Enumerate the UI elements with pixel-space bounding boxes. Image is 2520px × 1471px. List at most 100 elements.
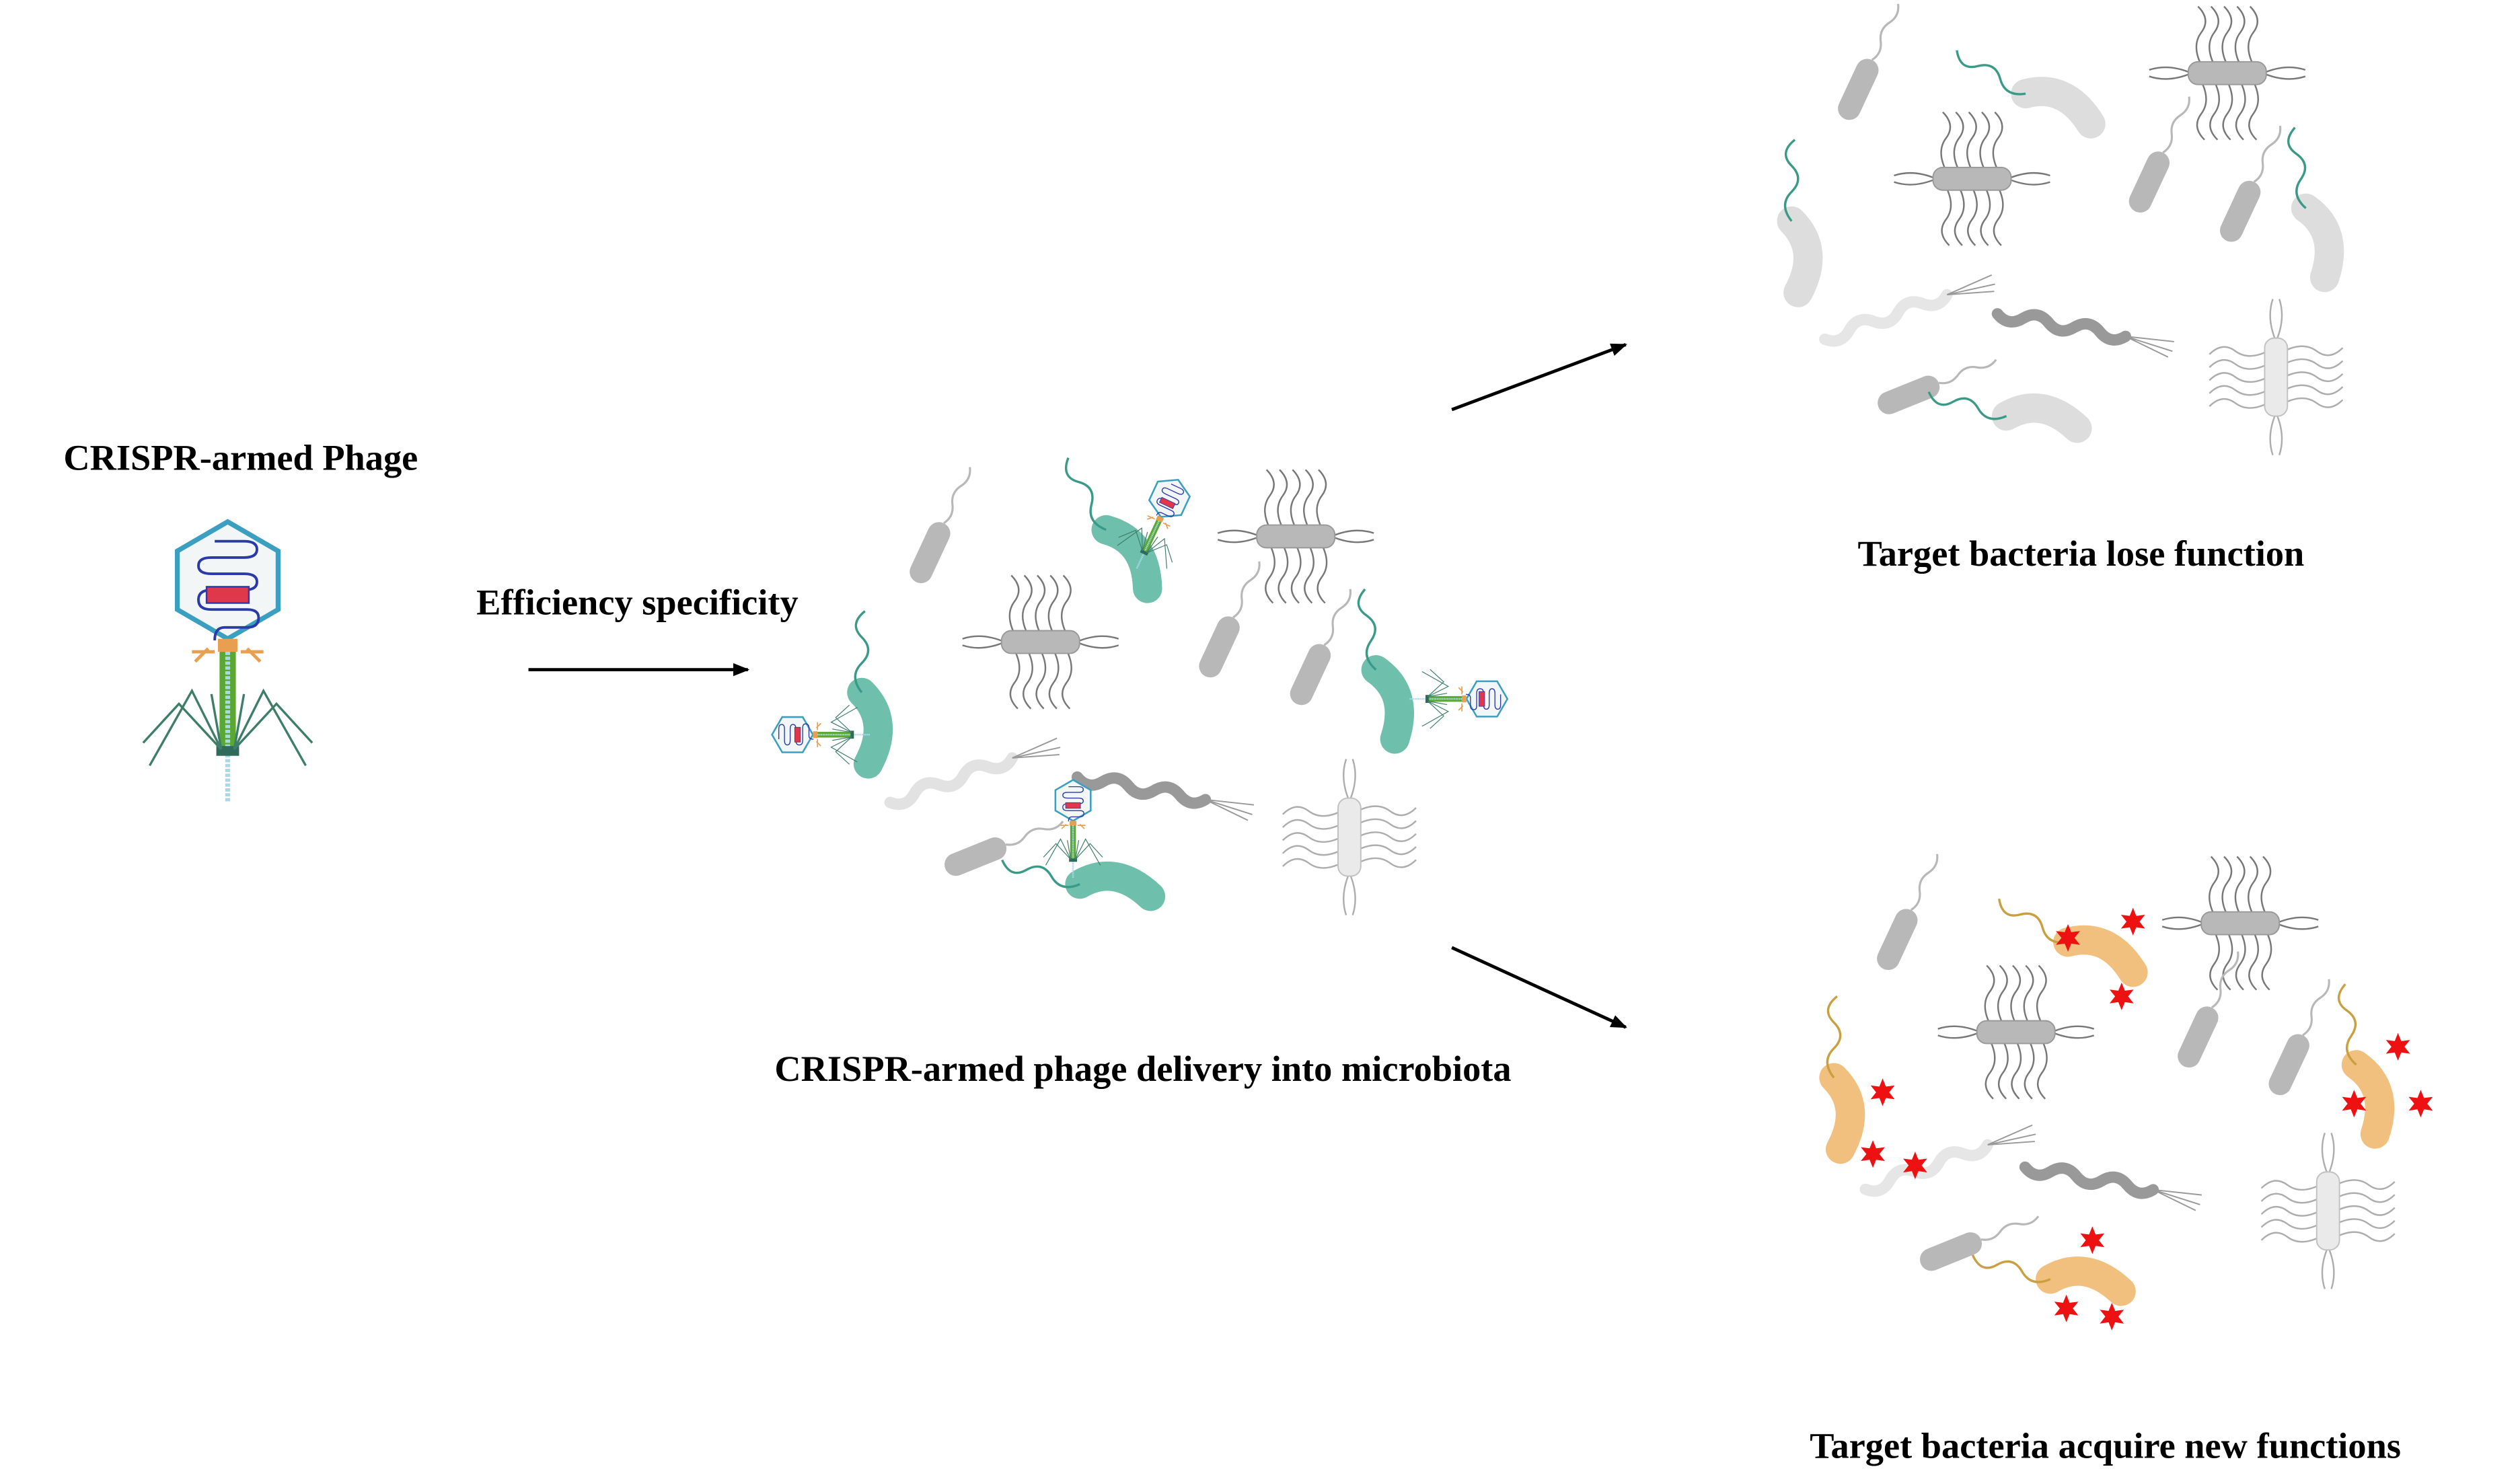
pilus bbox=[1023, 650, 1033, 710]
rod-body bbox=[1838, 59, 1879, 120]
pilus bbox=[2260, 1193, 2321, 1204]
flagellum bbox=[2302, 979, 2330, 1036]
pilus bbox=[2283, 345, 2344, 356]
arrow-label-efficiency: Efficiency specificity bbox=[476, 582, 799, 622]
dna-genome bbox=[1466, 688, 1502, 710]
delivery-caption: CRISPR-armed phage delivery into microbi… bbox=[774, 1049, 1511, 1089]
spiral-body bbox=[1859, 1139, 1994, 1197]
pilus bbox=[1998, 1040, 2009, 1100]
rod-body bbox=[1878, 375, 1940, 414]
rod-body bbox=[1920, 1232, 1982, 1271]
rod-bacterium bbox=[2178, 951, 2239, 1068]
phage-title: CRISPR-armed Phage bbox=[63, 437, 418, 478]
collar-whiskers bbox=[1458, 686, 1464, 712]
rod-body bbox=[1290, 644, 1331, 706]
pilus bbox=[2023, 965, 2034, 1024]
rod-bacterium bbox=[2128, 96, 2190, 213]
new-function-star-icon bbox=[2054, 1294, 2079, 1322]
pilus bbox=[1317, 544, 1328, 604]
capsid bbox=[174, 519, 281, 642]
pilus bbox=[1035, 650, 1047, 710]
rod-body bbox=[910, 522, 951, 584]
crispr-cassette bbox=[1065, 802, 1081, 809]
rod-bacterium bbox=[1199, 561, 1261, 678]
curved-bacterium bbox=[1001, 859, 1166, 911]
microbiota-with-phage-panel bbox=[771, 457, 1509, 915]
rod-body bbox=[944, 837, 1007, 876]
attached-phage-icon bbox=[771, 704, 870, 765]
rod-bacterium bbox=[944, 821, 1064, 876]
curved-bacterium bbox=[1357, 588, 1414, 754]
pilus bbox=[1357, 831, 1417, 842]
rod-bacterium bbox=[1920, 1215, 2040, 1271]
peritrichous-bacterium bbox=[1217, 469, 1374, 604]
collar bbox=[217, 638, 237, 652]
pilus bbox=[1941, 186, 1952, 246]
curved-body bbox=[2291, 193, 2344, 293]
pilus bbox=[1357, 805, 1417, 817]
pilus bbox=[2260, 1206, 2321, 1217]
pilus bbox=[2221, 856, 2233, 916]
pilus bbox=[1984, 965, 1995, 1024]
curved-body bbox=[2053, 925, 2148, 987]
new-function-star-icon bbox=[2109, 982, 2134, 1010]
tail-fibers bbox=[1421, 669, 1450, 729]
spiral-body bbox=[1819, 289, 1953, 347]
new-functions-caption: Target bacteria acquire new functions bbox=[1810, 1426, 2401, 1466]
rod-body bbox=[1199, 616, 1240, 678]
pilus bbox=[1277, 544, 1289, 604]
peritrichous-bacterium bbox=[962, 574, 1119, 710]
flagella bbox=[1946, 274, 1995, 296]
tail-fibers bbox=[1117, 527, 1173, 569]
flagellum bbox=[2337, 983, 2357, 1066]
rod-bacterium bbox=[2220, 125, 2282, 242]
rod-body bbox=[2200, 911, 2281, 936]
pilus bbox=[1060, 574, 1072, 635]
pilus bbox=[1357, 844, 1417, 856]
pilus bbox=[2283, 384, 2344, 395]
rod-body bbox=[1932, 166, 2012, 191]
pilus bbox=[1009, 650, 1021, 710]
flagellum bbox=[1927, 391, 2007, 420]
pilus bbox=[2209, 931, 2220, 991]
curved-bacterium bbox=[847, 610, 893, 779]
crispr-cassette bbox=[205, 586, 250, 604]
rod-body bbox=[1877, 909, 1918, 971]
rod-body bbox=[1976, 1020, 2056, 1045]
pilus bbox=[1997, 965, 2008, 1024]
flagellum bbox=[2287, 126, 2307, 209]
pilus bbox=[1282, 832, 1342, 843]
dna-genome bbox=[1156, 484, 1185, 517]
crispr-cassette bbox=[1158, 496, 1176, 509]
pilus bbox=[2234, 856, 2246, 916]
rod-bacterium bbox=[1290, 589, 1352, 706]
capsid bbox=[1465, 680, 1509, 718]
crispr-cassette bbox=[794, 726, 801, 743]
pilus bbox=[2283, 358, 2344, 369]
pilus bbox=[1282, 806, 1342, 817]
pilus bbox=[2336, 1231, 2396, 1242]
pilus bbox=[2336, 1218, 2396, 1230]
new-functions-panel bbox=[1819, 854, 2433, 1330]
new-function-star-icon bbox=[2385, 1032, 2410, 1061]
pilus bbox=[962, 635, 1119, 649]
flagellum bbox=[942, 467, 971, 525]
collar bbox=[1070, 821, 1077, 826]
pilus bbox=[1282, 845, 1342, 856]
pilus bbox=[2261, 931, 2272, 991]
curved-bacterium bbox=[1971, 1254, 2136, 1306]
pilus bbox=[2196, 81, 2207, 141]
pilus bbox=[2209, 359, 2268, 370]
phage-body bbox=[142, 519, 313, 802]
pilus bbox=[2283, 371, 2344, 382]
pilus bbox=[2209, 81, 2220, 141]
pilus bbox=[1357, 857, 1417, 868]
peritrichous-bacterium bbox=[1894, 111, 2050, 246]
pilus bbox=[1035, 574, 1046, 635]
flagellum bbox=[1871, 3, 1900, 61]
rod-body bbox=[2315, 1171, 2340, 1251]
spiral-bacterium bbox=[884, 737, 1061, 810]
pilus bbox=[1316, 469, 1327, 529]
spiral-bacterium bbox=[1071, 771, 1255, 821]
flagellum bbox=[1826, 995, 1842, 1079]
